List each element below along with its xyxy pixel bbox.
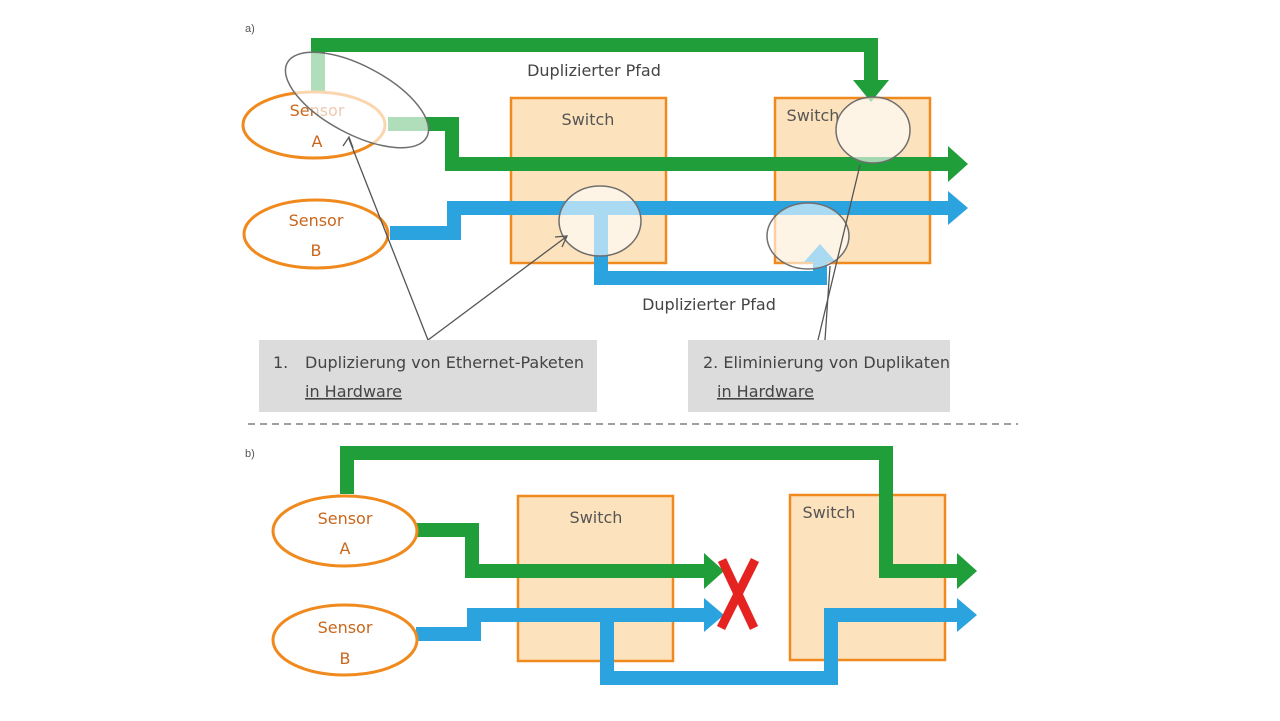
switch-label-b1: Switch (570, 508, 623, 527)
duplication-highlight-sensor-a (284, 51, 430, 149)
top-path-label-a: Duplizierter Pfad (527, 61, 661, 80)
green-duplicated-arrowhead-a (853, 80, 889, 102)
panel-a: a) Switch Switch Duplizierter Pfad Dupli… (241, 23, 968, 412)
sensor-b-label-line2-a: B (311, 241, 322, 260)
sensor-b-ellipse-b (271, 603, 419, 677)
switch-box-b1 (516, 494, 675, 663)
panel-b: b) Switch Switch Sensor A Sensor B (245, 446, 977, 685)
sensor-a-label-line1-b: Sensor (318, 509, 373, 528)
note-duplication-line2: in Hardware (305, 382, 402, 401)
sensor-b-ellipse-a (242, 198, 390, 270)
panel-a-label: a) (245, 23, 255, 35)
blue-main-arrowhead-b (704, 598, 724, 632)
sensor-b-label-line2-b: B (340, 649, 351, 668)
note-elimination-line1: 2. Eliminierung von Duplikaten (703, 353, 950, 372)
blue-main-arrowhead-a (948, 191, 968, 225)
sensor-b-label-line1-b: Sensor (318, 618, 373, 637)
note-box-duplication (259, 340, 597, 412)
duplication-highlight-switch-1 (558, 185, 642, 257)
note-duplication-number: 1. (273, 353, 288, 372)
elimination-highlight-switch-2-bottom (766, 202, 850, 270)
sensor-b-label-line1-a: Sensor (289, 211, 344, 230)
sensor-a-label-line2-b: A (340, 539, 351, 558)
switch-label-b2: Switch (803, 503, 856, 522)
pointer-lines (342, 135, 861, 341)
bottom-path-label-a: Duplizierter Pfad (642, 295, 776, 314)
note-elimination-line2: in Hardware (717, 382, 814, 401)
green-main-path-b (415, 523, 706, 578)
panel-b-label: b) (245, 448, 255, 460)
sensor-a-ellipse-b (271, 494, 419, 568)
blocked-cross-icon (716, 557, 760, 631)
sensor-a-label-line2-a: A (312, 132, 323, 151)
green-top-arrowhead-b (957, 553, 977, 589)
switch-label-a1: Switch (562, 110, 615, 129)
switch-label-a2: Switch (787, 106, 840, 125)
note-duplication-line1: Duplizierung von Ethernet-Paketen (305, 353, 584, 372)
green-top-path-b (340, 446, 960, 578)
green-main-arrowhead-b (704, 553, 724, 589)
note-box-elimination (688, 340, 950, 412)
blue-main-path-a (390, 201, 952, 240)
blue-detour-arrowhead-b (957, 598, 977, 632)
blue-main-path-b (416, 608, 706, 641)
blue-detour-path-b (600, 608, 960, 685)
green-main-arrowhead-a (948, 146, 968, 182)
elimination-highlight-switch-2-top (835, 96, 911, 164)
